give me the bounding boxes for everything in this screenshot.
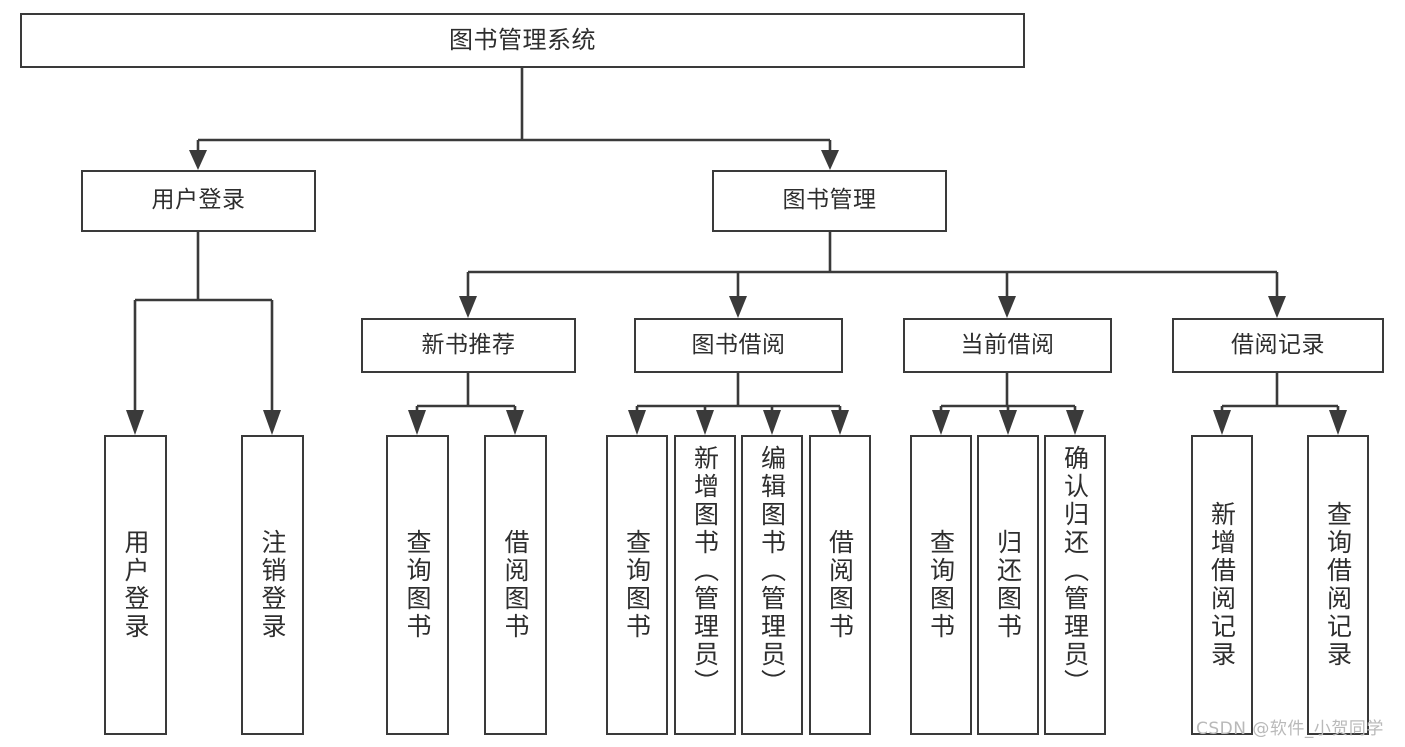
node-leaf-borrow-book-1[interactable]: 借阅图书 (484, 435, 547, 735)
node-label: 查询图书 (926, 529, 956, 641)
arrow-leaf-return-book (999, 410, 1017, 435)
node-leaf-logout[interactable]: 注销登录 (241, 435, 304, 735)
node-label: 图书管理 (782, 187, 877, 214)
node-label: 新书推荐 (421, 331, 516, 358)
arrow-leaf-edit-book (763, 410, 781, 435)
node-borrow-record[interactable]: 借阅记录 (1172, 318, 1384, 373)
arrow-leaf-user-login (126, 410, 144, 435)
node-leaf-user-login[interactable]: 用户登录 (104, 435, 167, 735)
node-label: 编辑图书（管理员） (757, 445, 787, 697)
node-leaf-confirm-return[interactable]: 确认归还（管理员） (1044, 435, 1106, 735)
node-book-management-system[interactable]: 图书管理系统 (20, 13, 1025, 68)
arrow-borrow-record (1268, 296, 1286, 318)
node-label: 图书管理系统 (449, 26, 596, 55)
node-new-book-recommend[interactable]: 新书推荐 (361, 318, 576, 373)
node-leaf-query-book-3[interactable]: 查询图书 (910, 435, 972, 735)
node-leaf-add-book[interactable]: 新增图书（管理员） (674, 435, 736, 735)
arrow-leaf-borrow-book-1 (506, 410, 524, 435)
node-user-login[interactable]: 用户登录 (81, 170, 316, 232)
arrow-leaf-query-record (1329, 410, 1347, 435)
node-leaf-borrow-book-2[interactable]: 借阅图书 (809, 435, 871, 735)
node-label: 注销登录 (258, 529, 287, 641)
arrow-user-login (189, 150, 207, 170)
node-label: 用户登录 (121, 529, 150, 641)
node-leaf-return-book[interactable]: 归还图书 (977, 435, 1039, 735)
node-label: 查询借阅记录 (1323, 501, 1353, 669)
node-label: 借阅记录 (1231, 331, 1325, 358)
node-label: 图书借阅 (691, 331, 786, 358)
node-label: 借阅图书 (501, 529, 530, 641)
arrow-leaf-confirm-return (1066, 410, 1084, 435)
arrow-leaf-add-record (1213, 410, 1231, 435)
node-label: 当前借阅 (960, 331, 1055, 358)
arrow-leaf-query-book-1 (408, 410, 426, 435)
node-current-borrow[interactable]: 当前借阅 (903, 318, 1112, 373)
arrow-book-manage (821, 150, 839, 170)
node-label: 归还图书 (993, 529, 1023, 641)
node-book-borrow[interactable]: 图书借阅 (634, 318, 843, 373)
arrow-leaf-borrow-book-2 (831, 410, 849, 435)
arrow-book-borrow (729, 296, 747, 318)
node-label: 确认归还（管理员） (1060, 445, 1090, 697)
node-leaf-add-record[interactable]: 新增借阅记录 (1191, 435, 1253, 735)
node-leaf-edit-book[interactable]: 编辑图书（管理员） (741, 435, 803, 735)
node-label: 借阅图书 (825, 529, 855, 641)
node-label: 查询图书 (622, 529, 652, 641)
arrow-leaf-logout (263, 410, 281, 435)
node-label: 查询图书 (403, 529, 432, 641)
node-leaf-query-record[interactable]: 查询借阅记录 (1307, 435, 1369, 735)
arrow-current-borrow (998, 296, 1016, 318)
node-label: 新增借阅记录 (1207, 501, 1237, 669)
node-label: 新增图书（管理员） (690, 445, 720, 697)
node-leaf-query-book-2[interactable]: 查询图书 (606, 435, 668, 735)
node-leaf-query-book-1[interactable]: 查询图书 (386, 435, 449, 735)
arrow-leaf-query-book-3 (932, 410, 950, 435)
node-label: 用户登录 (151, 187, 246, 214)
node-book-manage[interactable]: 图书管理 (712, 170, 947, 232)
arrow-leaf-add-book (696, 410, 714, 435)
arrow-new-book-recommend (459, 296, 477, 318)
arrow-leaf-query-book-2 (628, 410, 646, 435)
